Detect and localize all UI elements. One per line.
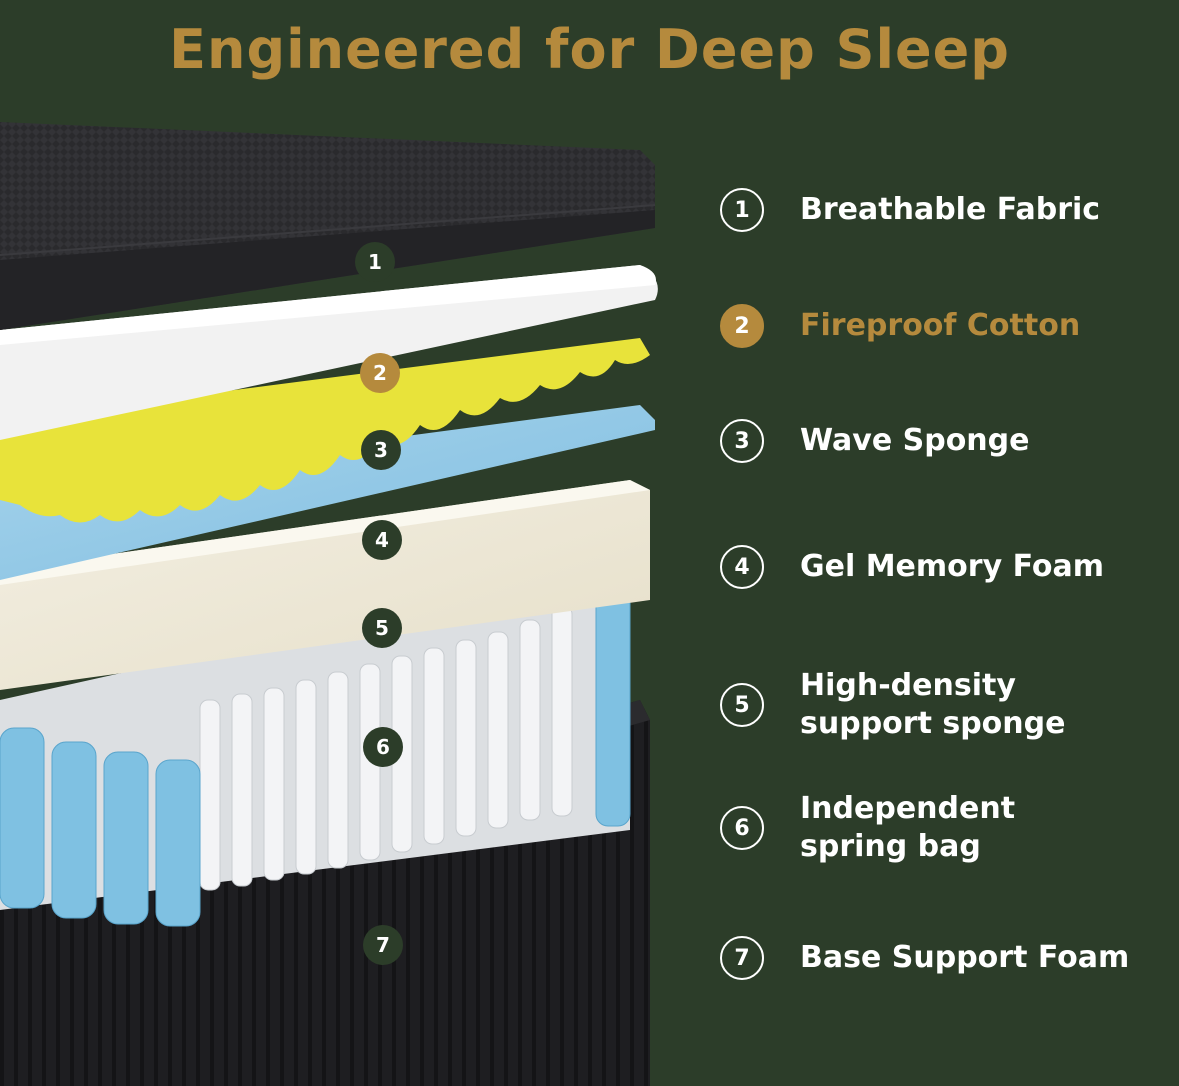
legend-item-6: 6 Independent spring bag: [720, 790, 1130, 866]
legend-number-1: 1: [720, 188, 764, 232]
layer-badge-4: 4: [362, 520, 402, 560]
legend-item-2: 2 Fireproof Cotton: [720, 304, 1130, 348]
layer-badge-6: 6: [363, 727, 403, 767]
page-title: Engineered for Deep Sleep: [169, 18, 1010, 81]
mattress-layers-illustration: [0, 122, 658, 1086]
legend-label-5: High-density support sponge: [800, 668, 1066, 741]
layer-badge-7: 7: [363, 925, 403, 965]
layer-badge-3: 3: [361, 430, 401, 470]
legend-item-3: 3 Wave Sponge: [720, 419, 1130, 463]
legend-number-6: 6: [720, 806, 764, 850]
legend-number-3: 3: [720, 419, 764, 463]
layer-1-fabric: [0, 122, 656, 330]
layer-4-gel-foam: [0, 405, 655, 580]
legend-number-2: 2: [720, 304, 764, 348]
legend-label-6: Independent spring bag: [800, 791, 1016, 864]
legend-item-5: 5 High-density support sponge: [720, 667, 1130, 743]
legend-number-5: 5: [720, 683, 764, 727]
legend-label-1: Breathable Fabric: [800, 192, 1101, 227]
legend-number-7: 7: [720, 936, 764, 980]
legend-label-7: Base Support Foam: [800, 940, 1130, 975]
legend-label-3: Wave Sponge: [800, 423, 1030, 458]
layer-5-support-sponge: [0, 480, 650, 690]
legend-label-4: Gel Memory Foam: [800, 549, 1104, 584]
legend-item-7: 7 Base Support Foam: [720, 936, 1130, 980]
layer-badge-2: 2: [360, 353, 400, 393]
legend-number-4: 4: [720, 545, 764, 589]
layer-6-springs: [0, 560, 631, 927]
layer-badge-1: 1: [355, 242, 395, 282]
legend-item-1: 1 Breathable Fabric: [720, 188, 1130, 232]
layer-2-fireproof-cotton: [0, 265, 658, 440]
legend-item-4: 4 Gel Memory Foam: [720, 545, 1130, 589]
legend-label-2: Fireproof Cotton: [800, 308, 1081, 343]
layer-3-wave-sponge: [0, 338, 650, 523]
layer-badge-5: 5: [362, 608, 402, 648]
